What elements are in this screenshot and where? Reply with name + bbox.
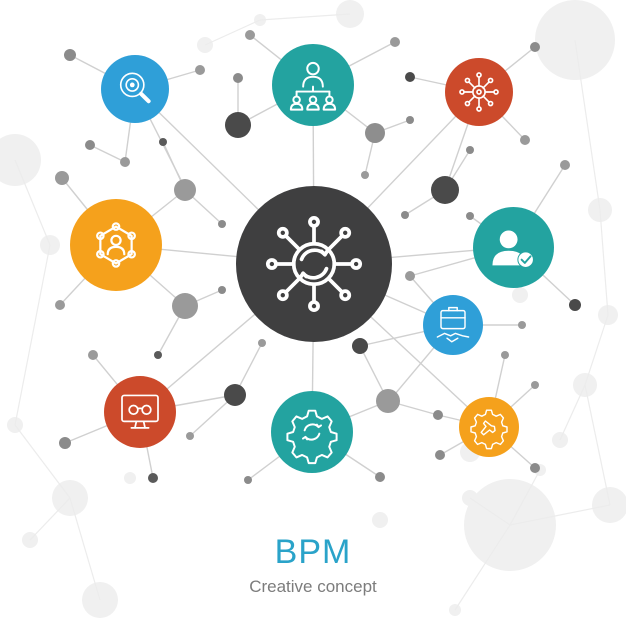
satellite-node (225, 112, 251, 138)
background-link (469, 497, 511, 526)
background-bubble (124, 472, 136, 484)
satellite-node (244, 476, 252, 484)
hierarchy-hub (272, 44, 354, 126)
satellite-node (520, 135, 530, 145)
background-bubble (0, 134, 41, 186)
background-bubble (372, 512, 388, 528)
gear-refresh-icon (286, 409, 338, 465)
page-subtitle: Creative concept (249, 577, 377, 596)
satellite-node (435, 450, 445, 460)
satellite-node (466, 212, 474, 220)
background-link (559, 384, 586, 441)
magnifier-search-icon (119, 72, 151, 104)
network-gear-hub (445, 58, 513, 126)
satellite-node (352, 338, 368, 354)
satellite-node (560, 160, 570, 170)
background-link (509, 504, 611, 526)
satellite-node (361, 171, 369, 179)
user-check-icon (492, 230, 534, 268)
satellite-node (88, 350, 98, 360)
satellite-node (390, 37, 400, 47)
satellite-node (406, 116, 414, 124)
background-link (14, 424, 71, 499)
background-link (14, 159, 51, 246)
business-deal-icon (436, 306, 470, 343)
background-link (259, 13, 351, 21)
satellite-node (120, 157, 130, 167)
background-link (454, 524, 511, 611)
satellite-node (405, 271, 415, 281)
background-bubble (512, 287, 528, 303)
satellite-node (431, 176, 459, 204)
satellite-node (154, 351, 162, 359)
satellite-node (174, 179, 196, 201)
monitor-binoculars-icon (121, 394, 159, 429)
satellite-node (258, 339, 266, 347)
background-link (599, 209, 609, 316)
satellite-node (376, 389, 400, 413)
center-hub (236, 186, 392, 342)
background-link (509, 469, 541, 526)
satellite-node (569, 299, 581, 311)
satellite-node (530, 463, 540, 473)
satellite-node (186, 432, 194, 440)
satellite-node (159, 138, 167, 146)
satellite-node (218, 286, 226, 294)
satellite-node (218, 220, 226, 228)
satellite-node (466, 146, 474, 154)
background-link (204, 19, 261, 46)
process-gear-network-icon (265, 215, 363, 313)
satellite-node (245, 30, 255, 40)
satellite-node (148, 473, 158, 483)
background-link (69, 497, 101, 601)
search-hub (101, 55, 169, 123)
satellite-node (224, 384, 246, 406)
organization-hierarchy-icon (289, 61, 337, 111)
network-gear-icon (459, 72, 499, 112)
satellite-node (405, 72, 415, 82)
satellite-node (195, 65, 205, 75)
business-deal-hub (423, 295, 483, 355)
satellite-node (55, 300, 65, 310)
page-title: BPM (274, 533, 352, 571)
user-network-hub (70, 199, 162, 291)
satellite-node (530, 42, 540, 52)
satellite-node (172, 293, 198, 319)
satellite-node (375, 472, 385, 482)
gear-wrench-hub (459, 397, 519, 457)
satellite-node (55, 171, 69, 185)
satellite-node (233, 73, 243, 83)
satellite-node (85, 140, 95, 150)
satellite-node (433, 410, 443, 420)
satellite-node (501, 351, 509, 359)
gear-refresh-hub (271, 391, 353, 473)
user-network-icon (96, 222, 136, 268)
connector-line (89, 144, 126, 163)
satellite-node (64, 49, 76, 61)
background-link (14, 244, 51, 426)
background-link (584, 314, 609, 386)
satellite-node (59, 437, 71, 449)
satellite-node (365, 123, 385, 143)
monitor-hub (104, 376, 176, 448)
background-link (29, 497, 71, 541)
background-link (574, 39, 601, 211)
background-link (584, 384, 611, 506)
satellite-node (518, 321, 526, 329)
user-check-hub (473, 207, 554, 288)
satellite-node (401, 211, 409, 219)
gear-wrench-icon (470, 409, 508, 450)
satellite-node (531, 381, 539, 389)
